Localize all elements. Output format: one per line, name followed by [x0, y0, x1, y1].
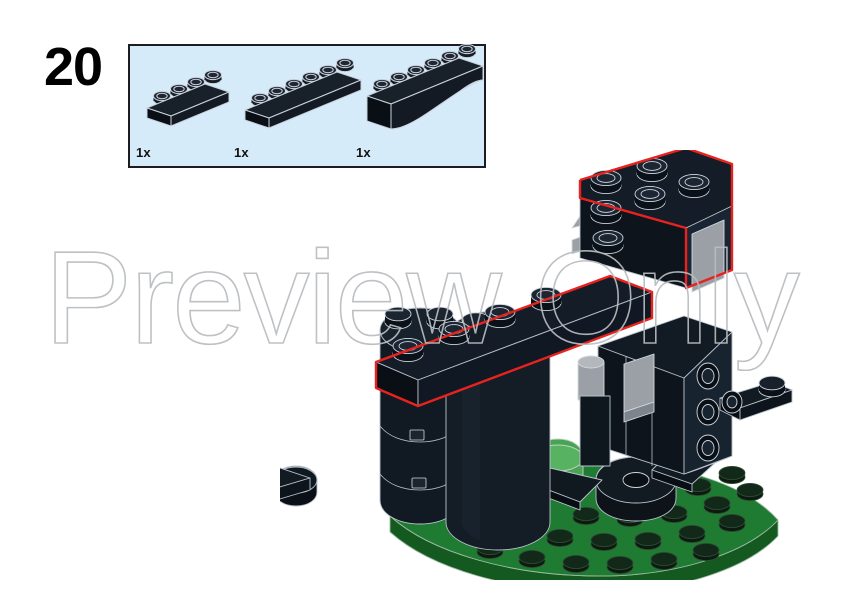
part-quantity-plate-1x4: 1x	[136, 145, 151, 160]
misc-detail-gray-cylinder	[577, 355, 605, 401]
part-slot-brick-arch-1x6: 1x	[356, 43, 488, 160]
part-slot-plate-1x4: 1x	[136, 60, 244, 160]
black-post-center	[579, 395, 611, 467]
plate-1x6-new	[374, 274, 654, 408]
plate-1x6-icon	[234, 53, 368, 144]
model-art	[280, 150, 793, 580]
plate-1x4-art	[146, 69, 230, 127]
parts-callout-box: 1x	[128, 43, 488, 168]
plate-1x4-icon	[136, 67, 240, 144]
plate-1x6-art	[244, 57, 362, 129]
model-illustration	[280, 150, 810, 580]
technic-brick-right	[597, 315, 733, 475]
highlight-outline-top-block	[579, 150, 734, 290]
part-quantity-plate-1x6: 1x	[234, 145, 249, 160]
brick-arch-1x6-art	[366, 43, 484, 130]
part-quantity-brick-arch-1x6: 1x	[356, 145, 371, 160]
highlight-outline-top-block-left	[578, 180, 687, 230]
top-block-new-parts	[571, 150, 734, 293]
brick-arch-1x6-icon	[356, 39, 490, 144]
part-slot-plate-1x6: 1x	[234, 57, 366, 160]
technic-arm-right	[719, 375, 793, 421]
step-number: 20	[44, 37, 103, 97]
black-plate-front-left	[280, 465, 318, 507]
highlight-outline-plate-1x6	[374, 274, 654, 408]
